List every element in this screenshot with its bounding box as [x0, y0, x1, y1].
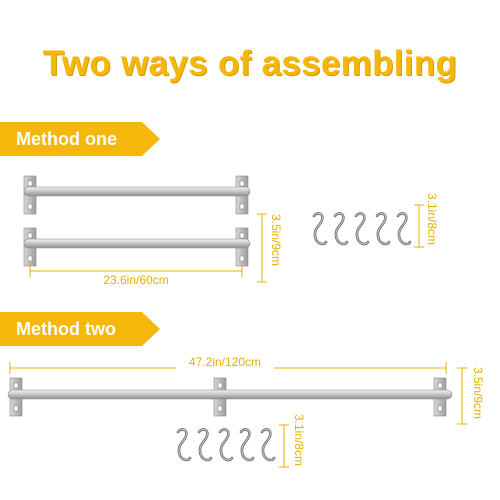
method-two-length-dimension	[9, 354, 447, 374]
method-two-rail	[7, 377, 453, 417]
method-one-length-label: 23.6in/60cm	[103, 273, 168, 287]
method-two-height-label: 3.5in/9cm	[471, 367, 485, 419]
method-two-hook-label: 3.1in/8cm	[292, 414, 306, 466]
method-one-spacing-label: 3.5in/9cm	[269, 214, 283, 266]
method-one-spacing-dimension	[257, 213, 267, 283]
method-one-rail-top	[23, 175, 251, 215]
method-one-rail-bottom	[23, 227, 251, 267]
method-one-hook-label: 3.1in/8cm	[425, 193, 439, 245]
method-two-height-dimension	[457, 367, 467, 425]
method-one-tag: Method one	[0, 122, 160, 156]
page-title: Two ways of assembling	[42, 44, 458, 83]
method-two-length-label: 47.2in/120cm	[189, 355, 261, 369]
method-one-hooks	[312, 212, 412, 246]
method-two-hook-dimension	[279, 424, 289, 468]
method-two-tag: Method two	[0, 312, 160, 346]
method-one-length-dimension	[29, 265, 243, 287]
method-two-hooks	[176, 428, 276, 462]
method-one-hook-dimension	[414, 204, 424, 248]
